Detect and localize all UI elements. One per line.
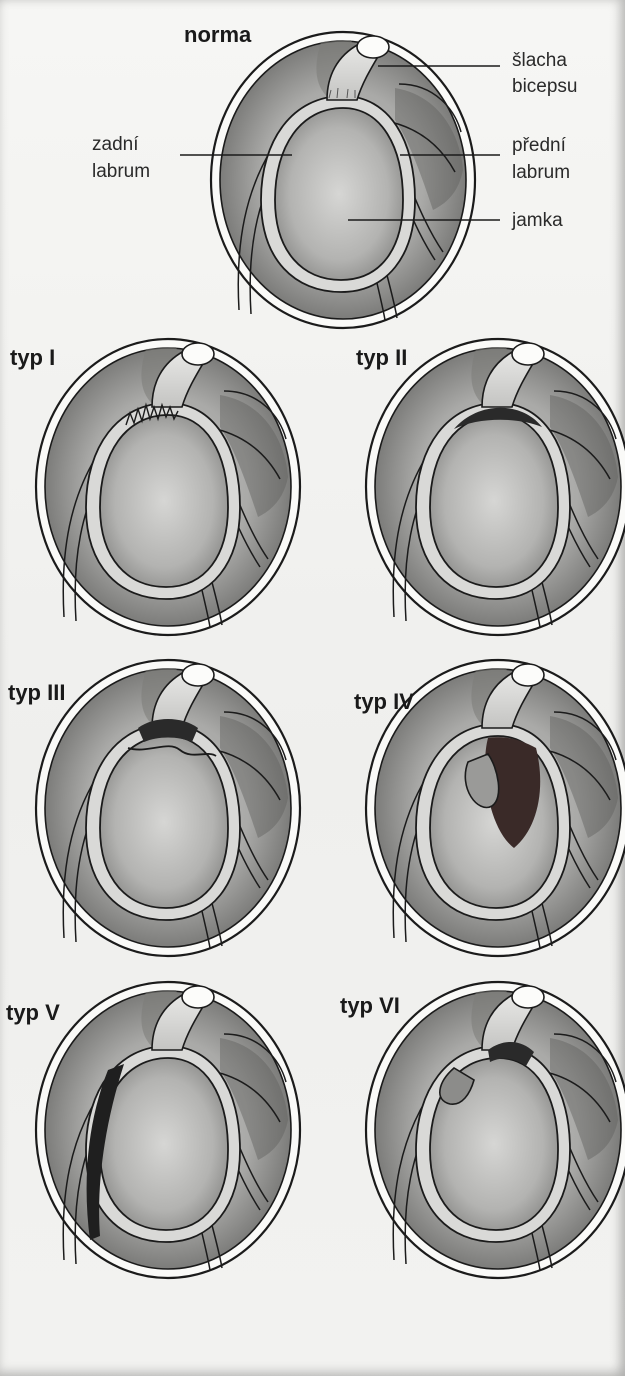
label-typ-4: typ IV xyxy=(354,689,414,714)
label-norma: norma xyxy=(184,22,252,47)
annotation-predni: přední xyxy=(512,135,567,156)
label-typ-6: typ VI xyxy=(340,993,400,1018)
label-typ-3: typ III xyxy=(8,680,65,705)
joint-typ-5 xyxy=(36,982,300,1278)
label-typ-1: typ I xyxy=(10,345,55,370)
annotation-bicepsu: bicepsu xyxy=(512,76,578,97)
joint-norma xyxy=(211,32,475,328)
joint-typ-3 xyxy=(36,660,300,956)
annotation-predni-labrum: labrum xyxy=(512,162,570,183)
joint-typ-6 xyxy=(366,982,625,1278)
annotation-zadni-labrum: labrum xyxy=(92,161,150,182)
joint-typ-2 xyxy=(366,339,625,635)
annotation-slacha: šlacha xyxy=(512,50,567,71)
label-typ-5: typ V xyxy=(6,1000,60,1025)
annotation-zadni: zadní xyxy=(92,134,139,155)
joint-typ-1 xyxy=(36,339,300,635)
annotation-jamka: jamka xyxy=(511,210,563,231)
label-typ-2: typ II xyxy=(356,345,407,370)
